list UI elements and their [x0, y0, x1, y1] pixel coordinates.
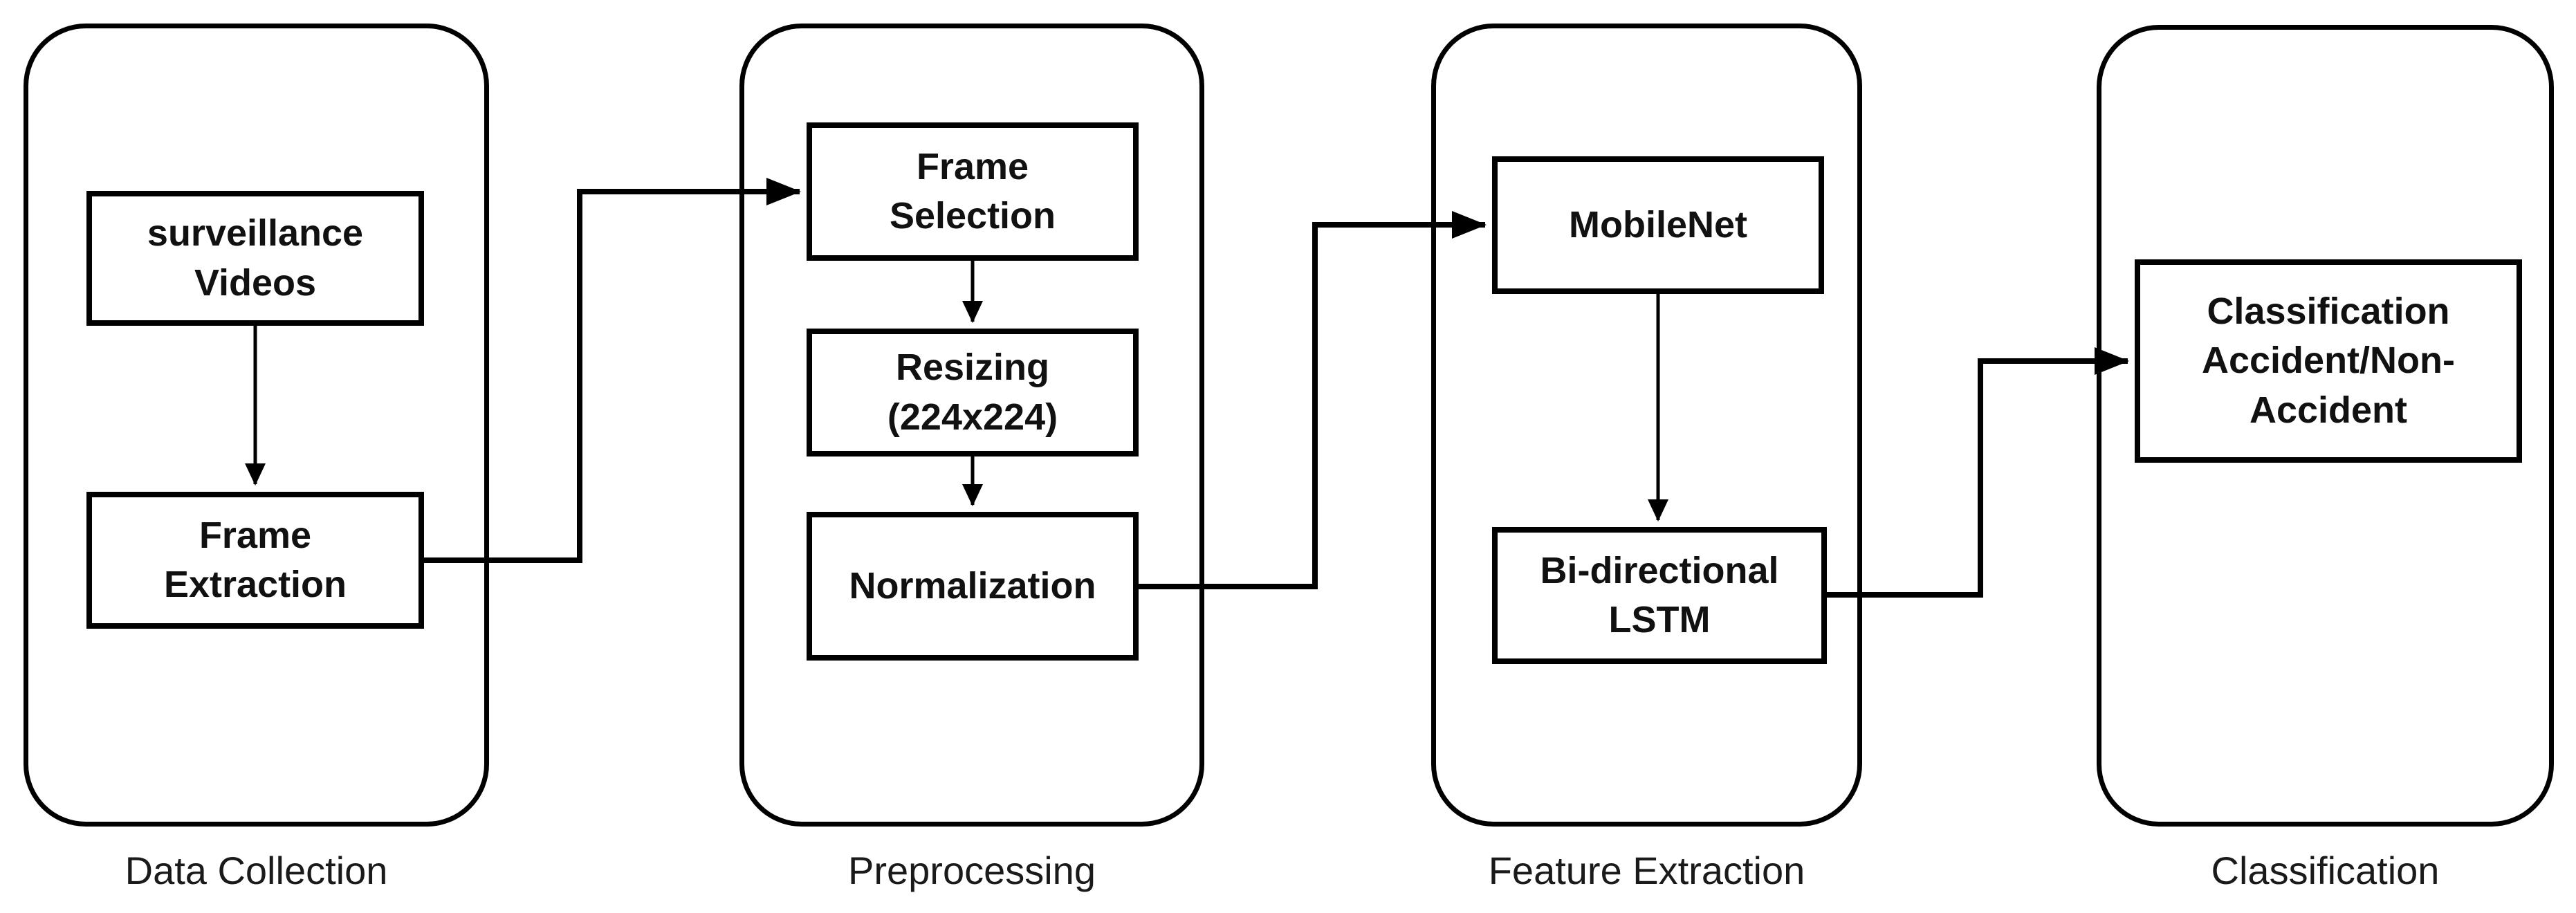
stage-label-classification: Classification [2211, 848, 2440, 892]
stage-container-feature-extraction [1431, 24, 1862, 827]
stage-label-preprocessing: Preprocessing [848, 848, 1096, 892]
stage-container-classification [2097, 25, 2554, 827]
node-resizing: Resizing (224x224) [807, 329, 1139, 456]
node-classification-result: Classification Accident/Non- Accident [2135, 259, 2522, 463]
node-frame-extraction: Frame Extraction [86, 492, 424, 629]
stage-container-preprocessing [739, 24, 1204, 827]
connector-bilstm-to-classification [1827, 347, 2129, 598]
node-surveillance-videos: surveillance Videos [86, 191, 424, 326]
stage-label-data-collection: Data Collection [125, 848, 388, 892]
node-mobilenet: MobileNet [1492, 156, 1824, 294]
node-frame-selection: Frame Selection [807, 122, 1139, 261]
stage-container-data-collection [24, 24, 489, 827]
node-bidirectional-lstm: Bi-directional LSTM [1492, 527, 1827, 664]
stage-label-feature-extraction: Feature Extraction [1488, 848, 1805, 892]
node-normalization: Normalization [807, 512, 1139, 661]
